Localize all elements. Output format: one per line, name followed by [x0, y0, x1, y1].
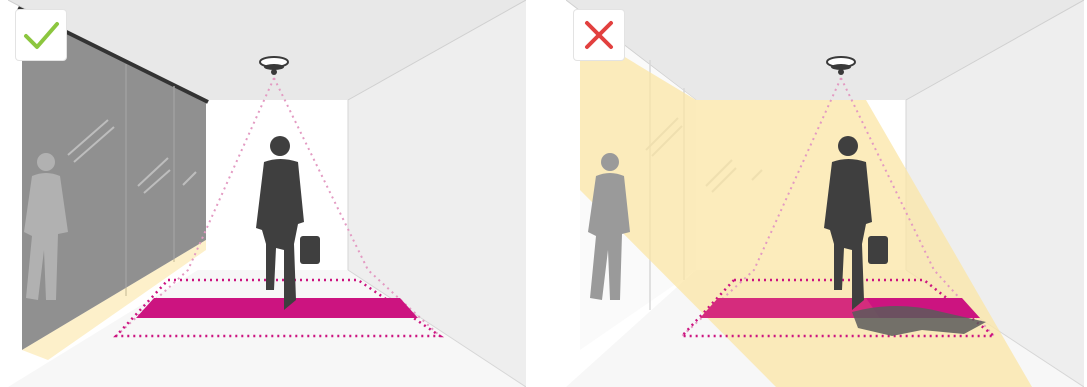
- sunlit-zone-overlay: [700, 298, 880, 318]
- scene-incorrect: [566, 0, 1084, 387]
- ceiling-camera-icon: [259, 56, 289, 75]
- sunlight-beam: [580, 30, 1032, 387]
- scene-correct: [8, 0, 526, 387]
- right-wall: [348, 0, 526, 387]
- floor-glow: [22, 240, 206, 360]
- checkmark-icon: [24, 22, 59, 49]
- coverage-left-edge: [681, 77, 842, 337]
- person-silhouette: [256, 136, 320, 310]
- floor: [8, 270, 526, 387]
- ceiling: [566, 0, 1084, 100]
- reflection-silhouette: [24, 153, 68, 300]
- cross-icon: [585, 21, 613, 49]
- shadow-shape: [852, 306, 986, 336]
- ceiling-camera-icon: [826, 56, 856, 75]
- person-silhouette: [824, 136, 888, 310]
- coverage-left-edge: [115, 77, 275, 337]
- panel-incorrect: [566, 0, 1084, 387]
- detection-zone: [136, 298, 418, 318]
- ceiling: [8, 0, 526, 100]
- panel-correct: [8, 0, 526, 387]
- tinted-glass-wall: [22, 12, 206, 350]
- passerby-silhouette: [588, 153, 630, 300]
- cross-badge: [574, 10, 624, 60]
- checkmark-badge: [16, 10, 66, 60]
